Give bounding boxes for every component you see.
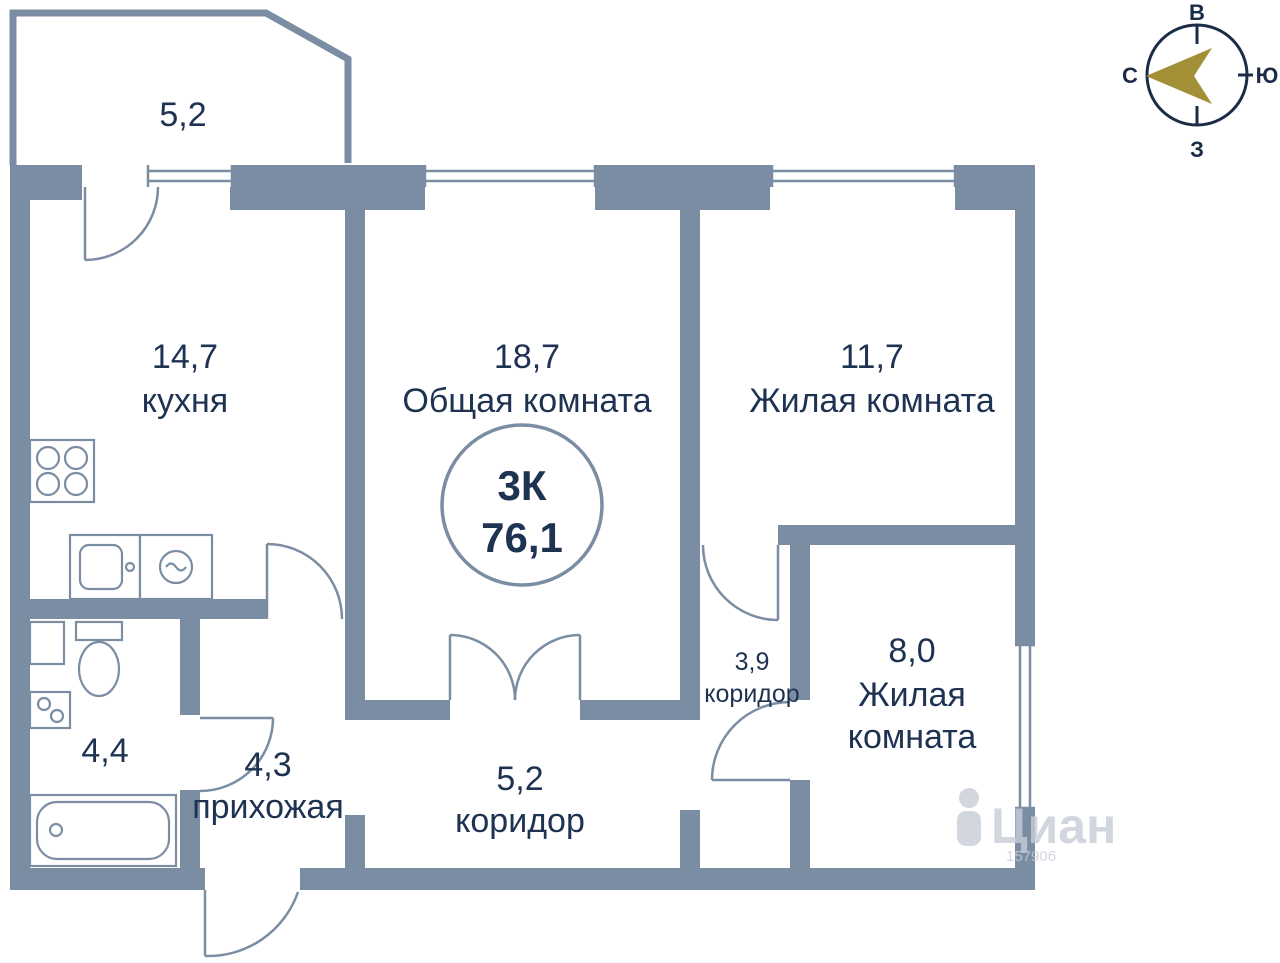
label-corridor-area: 5,2 <box>496 760 543 798</box>
fixtures <box>28 438 214 868</box>
label-hallway-name: прихожая <box>192 788 344 826</box>
room-labels: 5,2 14,7 кухня 18,7 Общая комната 11,7 Ж… <box>81 96 995 840</box>
badge-rooms-label: 3К <box>498 462 547 509</box>
wall-kitchen-bottom <box>30 599 267 619</box>
wall-corridor-living2-bottom <box>790 780 810 868</box>
wall-corridor-stub <box>680 810 700 868</box>
wall-living1-bottom <box>778 525 1015 545</box>
doors <box>83 186 791 958</box>
compass-top-letter: В <box>1189 0 1205 25</box>
badge-circle <box>440 423 604 587</box>
bathroom-door <box>199 716 275 793</box>
kitchen-sink <box>68 533 142 601</box>
watermark-id: 157906 <box>1006 848 1056 865</box>
label-hallway-area: 4,3 <box>244 746 291 784</box>
label-living-room-1-name: Жилая комната <box>749 382 995 420</box>
label-balcony-area: 5,2 <box>159 96 206 134</box>
windows <box>146 165 1035 810</box>
wall-pier-1 <box>230 165 425 210</box>
compass: В Ю З С <box>1122 0 1278 162</box>
wall-common-living1 <box>680 187 700 720</box>
balcony-door <box>83 186 160 262</box>
walls <box>10 165 1035 890</box>
washing-machine <box>138 533 214 601</box>
label-corridor-name: коридор <box>455 802 585 840</box>
common-room-double-door <box>448 633 582 701</box>
wall-openings <box>82 165 955 187</box>
wall-left <box>10 165 30 890</box>
label-bathroom-area: 4,4 <box>81 732 128 770</box>
label-common-room-name: Общая комната <box>402 382 651 420</box>
living-room-2-window <box>1015 643 1035 810</box>
cian-logo-icon <box>957 788 981 846</box>
entrance-door <box>203 890 300 958</box>
kitchen-door <box>265 542 344 620</box>
compass-arrow-icon <box>1146 48 1212 104</box>
bathroom-cabinet <box>28 620 66 666</box>
compass-bottom-letter: З <box>1190 137 1204 162</box>
label-common-room-area: 18,7 <box>494 338 560 376</box>
watermark-brand: Циан <box>991 798 1116 854</box>
label-corridor-small-area: 3,9 <box>735 648 770 676</box>
wall-right-top <box>1015 165 1035 645</box>
label-living-room-1-area: 11,7 <box>840 338 904 376</box>
compass-right-letter: Ю <box>1256 63 1279 88</box>
kitchen-window <box>146 165 234 187</box>
bathtub <box>28 793 178 868</box>
label-living-room-2-name-2: комната <box>848 718 977 756</box>
living-room-1-door <box>701 544 780 622</box>
plan-badge: 3К 76,1 <box>440 423 604 587</box>
wall-common-bottom-left <box>365 700 450 720</box>
label-living-room-2-area: 8,0 <box>888 632 935 670</box>
wall-corridor-living2-top <box>790 545 810 700</box>
living-room-2-door <box>710 700 791 782</box>
living-room-1-window <box>770 165 957 187</box>
stove <box>28 438 96 504</box>
label-kitchen-name: кухня <box>142 382 228 420</box>
wall-right-bottom <box>1015 808 1035 890</box>
compass-left-letter: С <box>1122 63 1138 88</box>
label-kitchen-area: 14,7 <box>152 338 218 376</box>
bathroom-sink <box>28 690 72 730</box>
wall-common-bottom-right <box>580 700 680 720</box>
wall-bathroom-hallway-bottom <box>180 790 200 868</box>
wall-bathroom-hallway-top <box>180 619 200 715</box>
balcony-outline <box>9 9 352 165</box>
label-corridor-small-name: коридор <box>704 680 799 708</box>
watermark: Циан 157906 <box>957 788 1116 865</box>
label-living-room-2-name-1: Жилая <box>858 676 966 714</box>
wall-kitchen-common <box>345 187 365 720</box>
wall-bottom-right <box>300 868 1035 890</box>
wall-hallway-corridor-stub <box>345 815 365 868</box>
toilet <box>74 620 124 698</box>
badge-total-area: 76,1 <box>481 514 563 561</box>
wall-bottom-left <box>10 868 205 890</box>
common-room-window <box>423 165 597 187</box>
